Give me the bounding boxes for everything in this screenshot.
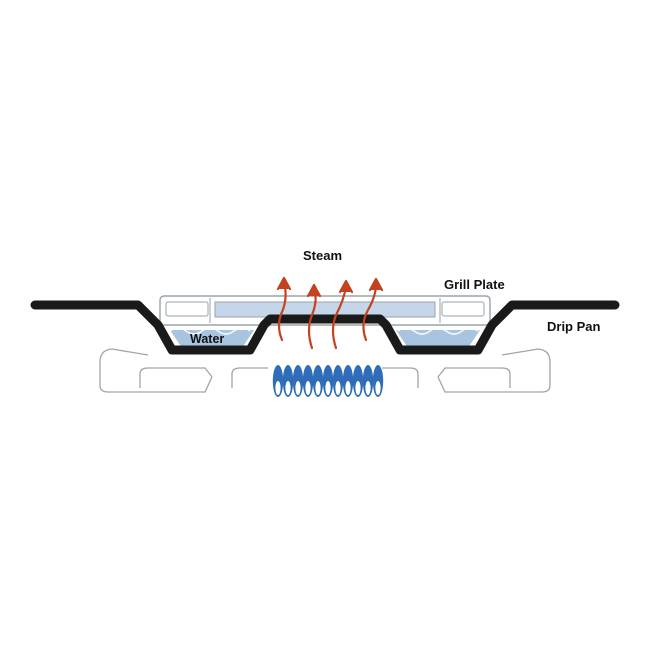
flame-icon: [302, 365, 314, 397]
burner-right-inner: [437, 367, 511, 388]
water-right-fill: [396, 330, 480, 348]
drip-pan-body: [30, 300, 620, 355]
flames: [272, 365, 384, 397]
flame-icon: [272, 365, 284, 397]
flame-icon: [362, 365, 374, 397]
grill-plate: [159, 295, 491, 326]
flame-icon: [282, 365, 294, 397]
water-right-wave: [397, 327, 479, 335]
steam-arrows: [276, 276, 384, 350]
water-left-fill: [170, 330, 254, 348]
steam-arrow-icon: [331, 279, 354, 350]
burner-center-right: [382, 367, 419, 388]
flame-icon: [372, 365, 384, 397]
grill-plate-left-rib: [165, 301, 209, 317]
drip-pan-label: Drip Pan: [547, 319, 601, 334]
flame-icon: [322, 365, 334, 397]
drip-pan: [30, 300, 620, 355]
water-label: Water: [190, 332, 225, 346]
grill-plate-label: Grill Plate: [444, 277, 505, 292]
burner-left-inner: [139, 367, 213, 388]
water-left: [169, 327, 254, 348]
steam-arrow-icon: [362, 277, 384, 342]
flame-icon: [312, 365, 324, 397]
water-right: [396, 327, 480, 348]
burner-right-base: [437, 348, 551, 393]
burner-center-left: [231, 367, 268, 388]
steam-label: Steam: [303, 248, 343, 263]
flame-icon: [342, 365, 354, 397]
water-left-wave: [169, 327, 251, 335]
grill-plate-right-rib: [441, 301, 485, 317]
steam-arrow-icon: [306, 283, 322, 350]
flame-icon: [332, 365, 344, 397]
flame-icon: [292, 365, 304, 397]
flame-icon: [352, 365, 364, 397]
burner-outline: [99, 348, 551, 393]
steam-arrow-icon: [276, 276, 292, 342]
burner-left-base: [99, 348, 213, 393]
